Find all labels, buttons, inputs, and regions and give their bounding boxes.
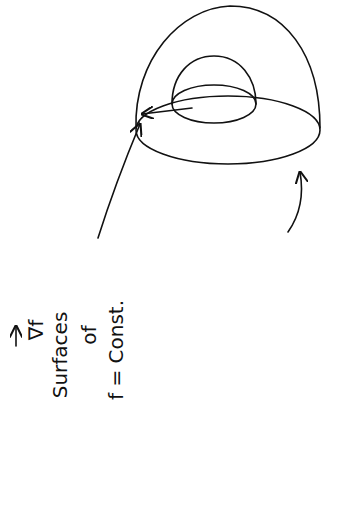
- annotation-label: ∇f: [24, 320, 48, 340]
- vector-arrow: [15, 326, 17, 346]
- annotation-label: Surfaces: [48, 312, 72, 399]
- leader-line: [288, 172, 302, 232]
- outer-base: [136, 96, 320, 164]
- annotation-label: f = Const.: [104, 300, 128, 400]
- inner-dome: [172, 56, 256, 104]
- leader-line: [98, 124, 140, 238]
- inner-base: [172, 85, 256, 123]
- gradient-arrow: [142, 108, 192, 114]
- outer-dome: [136, 6, 320, 128]
- annotation-label: of: [76, 325, 100, 344]
